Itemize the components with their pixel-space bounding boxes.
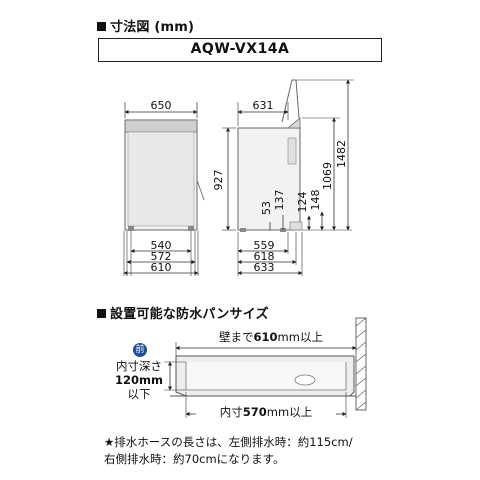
inner-label-pre: 内寸 — [219, 405, 243, 419]
drain-hose-note: ★排水ホースの長さは、左側排水時：約115cm/ 右側排水時：約70cmになりま… — [104, 434, 444, 468]
dim-53-label: 53 — [260, 201, 273, 215]
dim-572-label: 572 — [151, 250, 172, 263]
front-badge: 前 — [133, 343, 147, 357]
dim-1482-label: 1482 — [335, 140, 348, 168]
inner-label-num: 570 — [242, 405, 267, 419]
pan-section-title-text: 設置可能な防水パンサイズ — [110, 307, 269, 322]
note-line1: ★排水ホースの長さは、左側排水時：約115cm/ — [104, 435, 353, 449]
dim-wall-610 — [175, 342, 357, 356]
dim-610-label: 610 — [151, 261, 172, 274]
dim-148-label: 148 — [309, 190, 322, 211]
wall-label-num: 610 — [253, 330, 278, 344]
depth-label-line2: 120mm — [115, 373, 163, 387]
dimension-title: 寸法図 (mm) — [97, 16, 194, 35]
square-bullet-icon — [97, 22, 106, 31]
inner-width-label: 内寸570mm以上 — [196, 404, 336, 420]
dim-1069-label: 1069 — [321, 162, 334, 190]
model-name: AQW-VX14A — [190, 41, 290, 57]
dim-927-label: 927 — [212, 170, 225, 191]
side-view-machine — [237, 79, 303, 232]
wall-label-post: mm以上 — [277, 330, 323, 344]
square-bullet-icon — [97, 309, 106, 318]
side-bottom-dims — [237, 232, 303, 276]
dim-124-label: 124 — [296, 192, 309, 213]
dim-depth-120 — [164, 361, 186, 391]
pan-drawing — [170, 317, 367, 411]
front-bottom-dims — [123, 231, 199, 276]
dim-631-label: 631 — [253, 99, 274, 112]
depth-label-line1: 内寸深さ — [116, 359, 162, 373]
model-box: AQW-VX14A — [98, 38, 382, 62]
dim-650-label: 650 — [151, 99, 172, 112]
dim-631 — [237, 102, 289, 126]
dim-559-label: 559 — [254, 239, 275, 252]
wall-distance-label: 壁まで610mm以上 — [196, 329, 346, 345]
front-view-machine — [124, 119, 205, 231]
note-line2: 右側排水時：約70cmになります。 — [104, 452, 285, 466]
dim-650 — [124, 102, 198, 118]
dim-633-label: 633 — [254, 261, 275, 274]
wall-label-pre: 壁まで — [219, 330, 254, 344]
pan-section-title: 設置可能な防水パンサイズ — [97, 303, 269, 322]
depth-label-line3: 以下 — [127, 387, 151, 401]
dim-137-label: 137 — [273, 190, 286, 211]
dimension-title-text: 寸法図 (mm) — [110, 20, 195, 35]
dim-618-label: 618 — [254, 250, 275, 263]
inner-label-post: mm以上 — [266, 405, 313, 419]
depth-label: 内寸深さ 120mm 以下 — [108, 359, 170, 401]
front-badge-text: 前 — [135, 345, 145, 355]
vertical-dims — [222, 79, 354, 231]
dim-540-label: 540 — [151, 239, 172, 252]
